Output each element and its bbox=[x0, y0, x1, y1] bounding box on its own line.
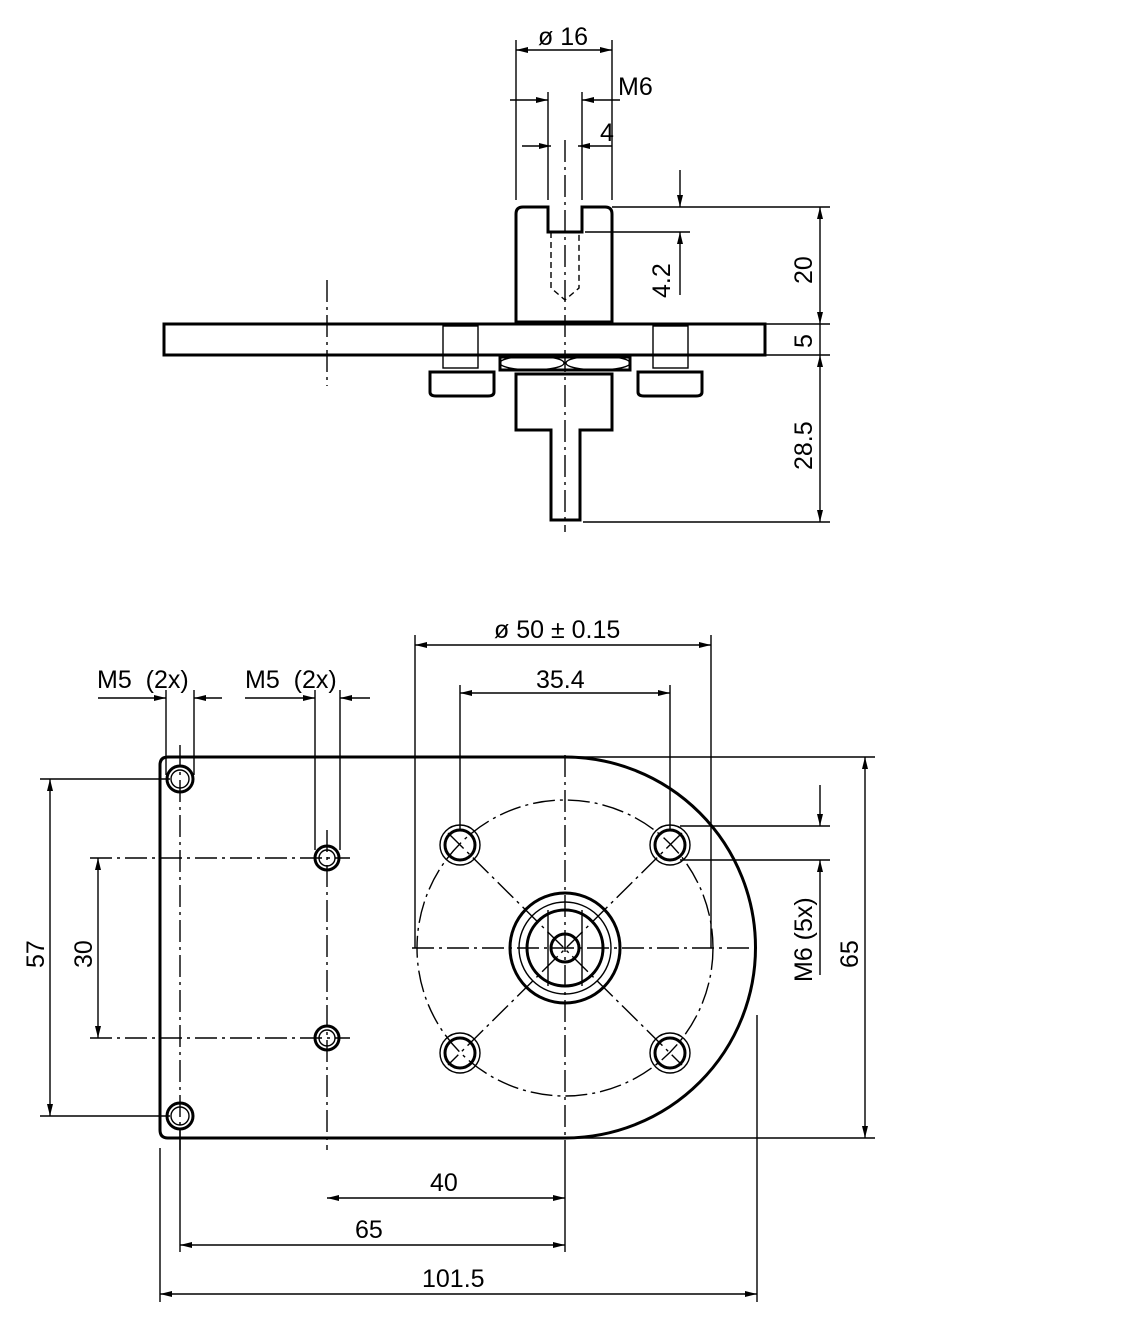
dim-width-40: 40 bbox=[430, 1169, 458, 1197]
dim-shaft-diameter: ø 16 bbox=[538, 23, 588, 51]
plate-outline bbox=[158, 755, 757, 1140]
dim-slot-width: 4 bbox=[600, 119, 614, 147]
dim-bolt-circle: ø 50 ± 0.15 bbox=[494, 616, 620, 644]
shaft-lower bbox=[514, 372, 614, 522]
dim-plate-thickness: 5 bbox=[790, 334, 818, 348]
mounting-plate bbox=[162, 322, 767, 357]
top-view: ø 50 ± 0.15 35.4 M5 (2x) M5 (2x) 57 30 M… bbox=[22, 616, 875, 1302]
dim-m6-holes: M6 (5x) bbox=[790, 897, 818, 982]
dim-height-30: 30 bbox=[70, 940, 98, 968]
m6-holes bbox=[439, 824, 691, 1074]
m5-holes bbox=[165, 764, 341, 1131]
dim-thread: M6 bbox=[618, 73, 653, 101]
dim-height-65: 65 bbox=[836, 940, 864, 968]
dim-width-101-5: 101.5 bbox=[422, 1265, 485, 1293]
bolt-right bbox=[652, 325, 689, 369]
dim-width-65: 65 bbox=[355, 1216, 383, 1244]
side-view: ø 16 M6 4 4.2 20 5 28.5 bbox=[162, 23, 830, 532]
dim-m5-right: M5 (2x) bbox=[245, 666, 337, 694]
bolt-left bbox=[442, 325, 479, 369]
dim-hole-spacing: 35.4 bbox=[536, 666, 585, 694]
dim-shaft-height: 20 bbox=[790, 256, 818, 284]
dim-slot-depth: 4.2 bbox=[648, 263, 676, 298]
dim-m5-left: M5 (2x) bbox=[97, 666, 189, 694]
center-hub bbox=[508, 891, 622, 1005]
dim-bottom-height: 28.5 bbox=[790, 421, 818, 470]
dim-height-57: 57 bbox=[22, 940, 50, 968]
threaded-hole bbox=[550, 232, 580, 301]
shaft-upper bbox=[514, 205, 614, 324]
